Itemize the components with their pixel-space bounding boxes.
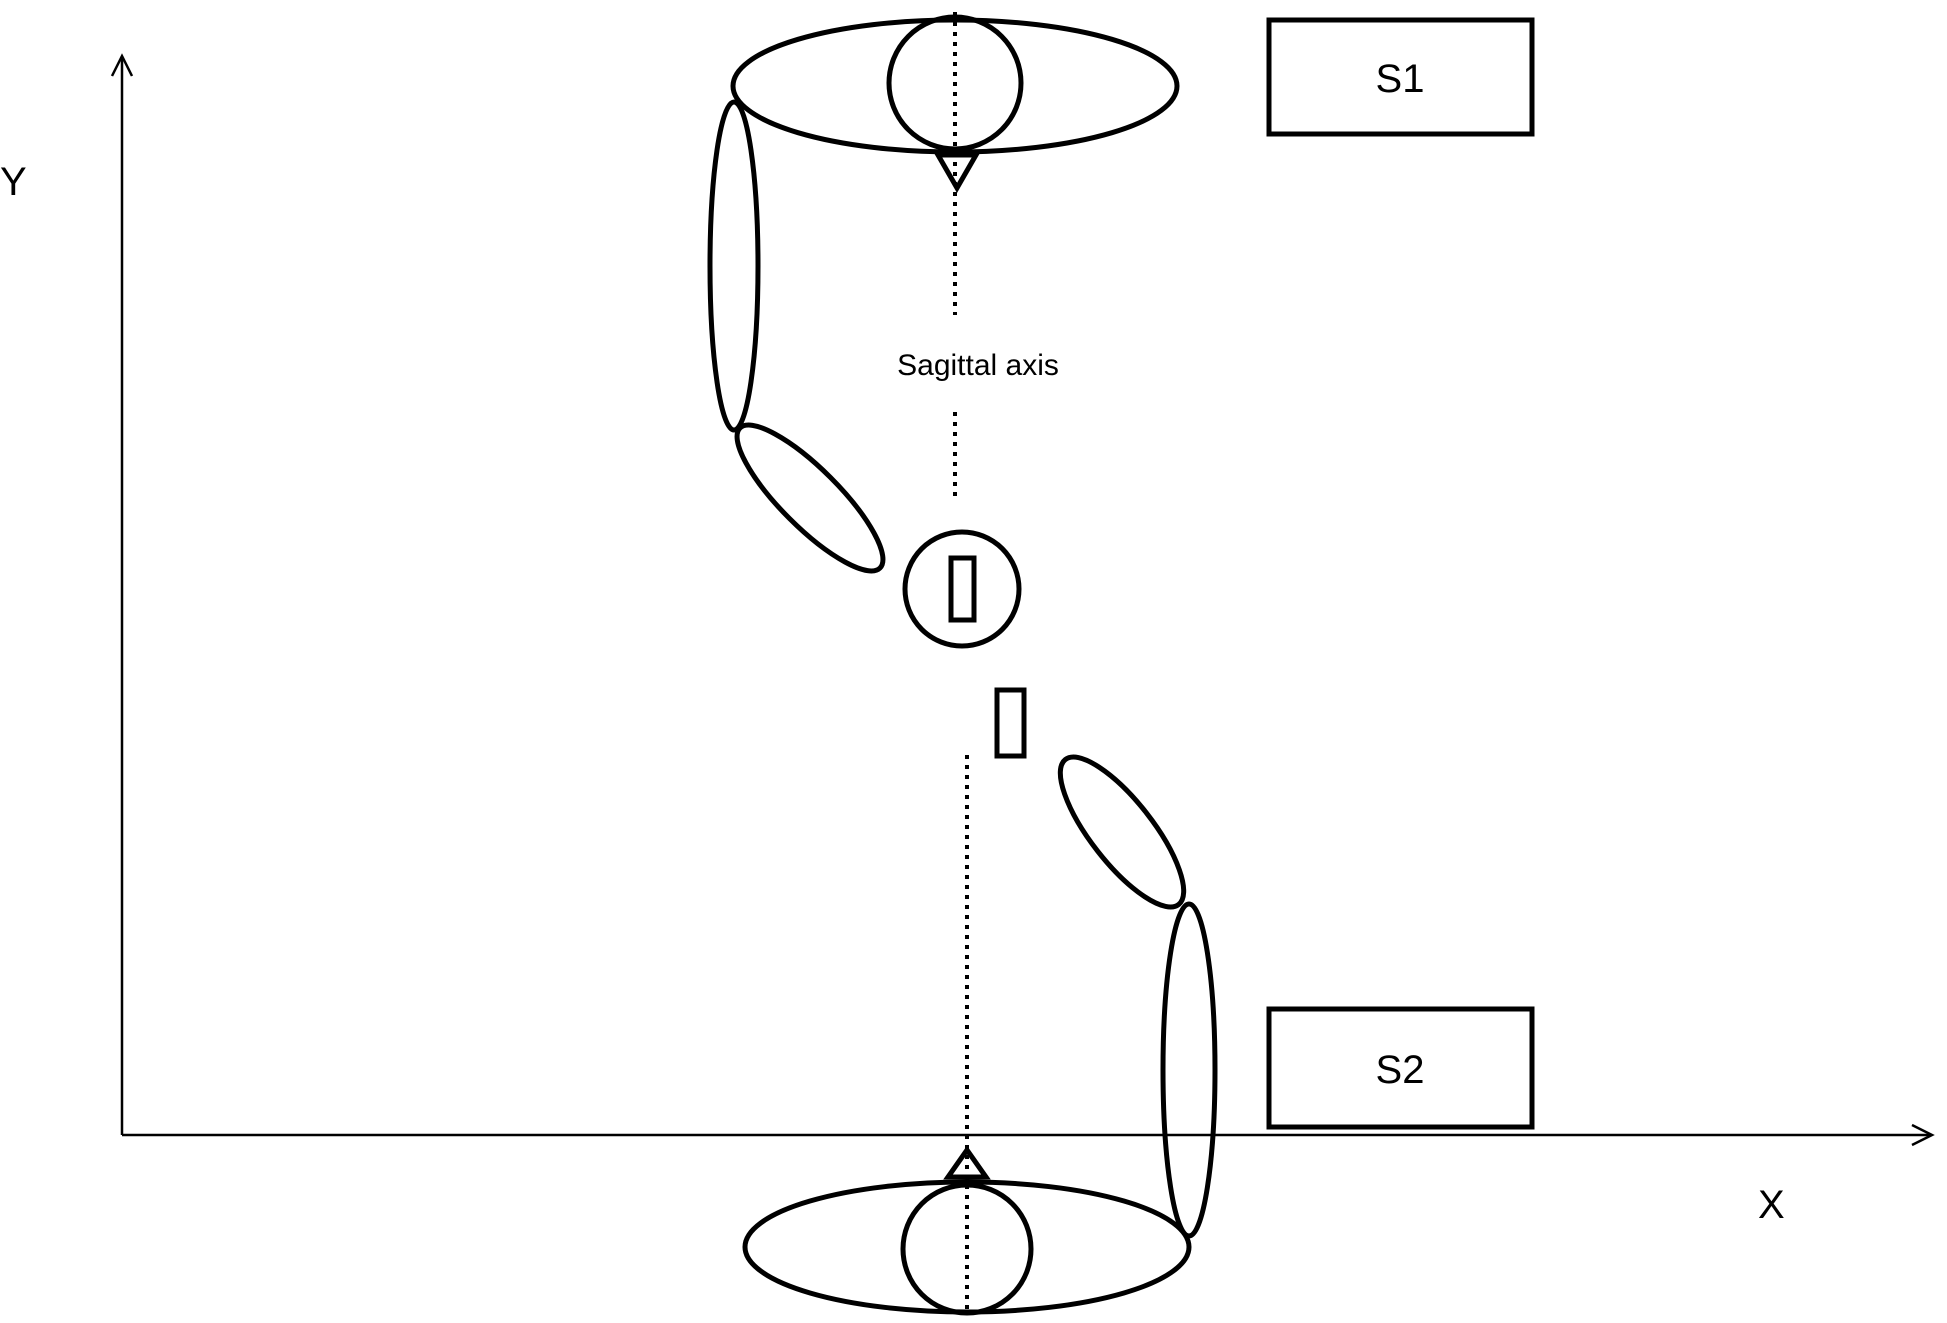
bottom-marker-triangle [943, 1145, 991, 1180]
top-upper-arm-ellipse [707, 99, 761, 433]
x-axis-label: X [1758, 1183, 1785, 1227]
box-s2-label: S2 [1376, 1048, 1425, 1092]
top-forearm-ellipse [734, 422, 886, 574]
sagittal-axis-label: Sagittal axis [897, 349, 1059, 382]
center-circle [902, 529, 1022, 649]
box-s2-frame [1266, 1006, 1535, 1130]
box-s1-label: S1 [1376, 57, 1425, 101]
bottom-upper-arm-ellipse [1160, 901, 1218, 1239]
y-axis-label: Y [0, 160, 27, 204]
top-subject-figure [707, 12, 1180, 574]
y-axis-arrowhead [110, 53, 134, 77]
bottom-forearm-ellipse [1057, 754, 1187, 910]
x-axis-arrowhead [1911, 1123, 1935, 1147]
coordinate-axes: Y X [0, 53, 1935, 1227]
box-s2: S2 [1266, 1006, 1535, 1130]
bottom-subject-figure [742, 754, 1218, 1316]
box-s1: S1 [1266, 17, 1535, 137]
top-head-circle [886, 14, 1024, 152]
central-object [902, 529, 1027, 759]
box-s1-frame [1266, 17, 1535, 137]
center-circle-bar [948, 555, 977, 623]
bottom-head-circle [900, 1182, 1034, 1316]
center-small-rect [994, 687, 1027, 759]
